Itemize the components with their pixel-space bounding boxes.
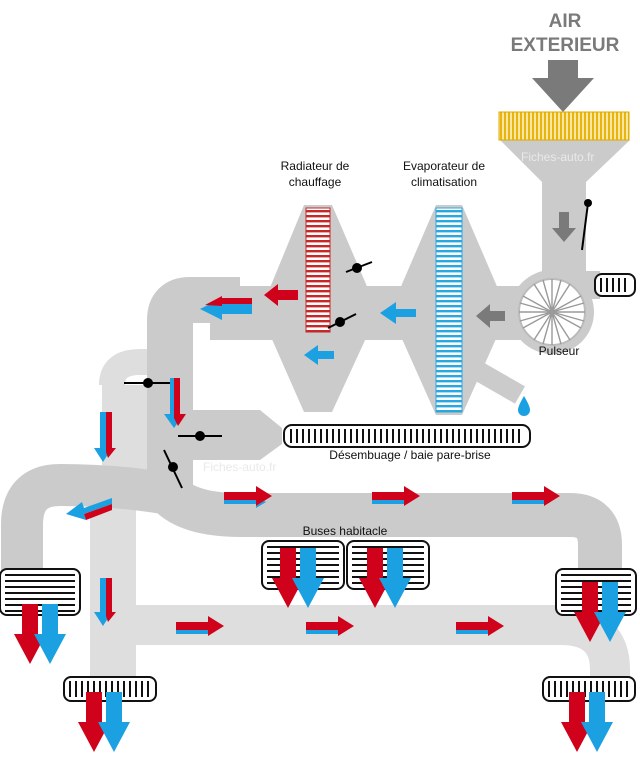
down-arrow-icon (552, 212, 576, 242)
defrost-vent (283, 424, 531, 448)
pulseur-label: Pulseur (538, 344, 580, 358)
outlet-arrow-center-right (359, 548, 411, 608)
left-arrow-icon (476, 304, 505, 328)
side-vent-right (594, 273, 636, 297)
outlet-arrow-foot-left (78, 692, 130, 752)
outlet-arrow-center-left (272, 548, 324, 608)
intake-arrow-icon (532, 60, 594, 112)
radiator-label-line1: Radiateur de (280, 159, 350, 173)
radiator-label-line2: chauffage (288, 175, 342, 189)
recirc-flap (581, 202, 589, 251)
watermark: Fiches-auto.fr (521, 150, 595, 164)
air-title: AIR EXTERIEUR (505, 10, 625, 58)
outlet-arrow-left (14, 604, 66, 664)
vent-left (0, 568, 81, 616)
air-title-line1: AIR (548, 11, 582, 32)
outlet-arrow-right (574, 582, 626, 642)
hot-arrow-icon (264, 284, 298, 306)
rear-duct-arrows (176, 616, 504, 636)
watermark: Fiches-auto.fr (203, 460, 277, 474)
radiator-label: Radiateur de chauffage (260, 158, 370, 190)
face-duct-arrows (224, 486, 560, 508)
evaporator-core (435, 207, 463, 413)
evaporator-label: Evaporateur de climatisation (386, 158, 502, 190)
water-drop-icon (518, 396, 530, 416)
outlet-arrow-foot-right (561, 692, 613, 752)
blend-flaps (327, 261, 373, 329)
cold-arrow-icon (304, 345, 334, 365)
defrost-label: Désembuage / baie pare-brise (329, 448, 491, 462)
air-title-line2: EXTERIEUR (510, 35, 620, 56)
evaporator-label-line2: climatisation (410, 175, 478, 189)
cold-arrow-icon (380, 302, 416, 324)
mixed-arrow-icon (66, 498, 112, 520)
heater-core (305, 207, 331, 333)
blower-fan-icon (518, 278, 586, 346)
evaporator-label-line1: Evaporateur de (402, 159, 486, 173)
cabin-nozzles-label: Buses habitacle (302, 524, 388, 538)
cabin-filter (498, 111, 630, 141)
